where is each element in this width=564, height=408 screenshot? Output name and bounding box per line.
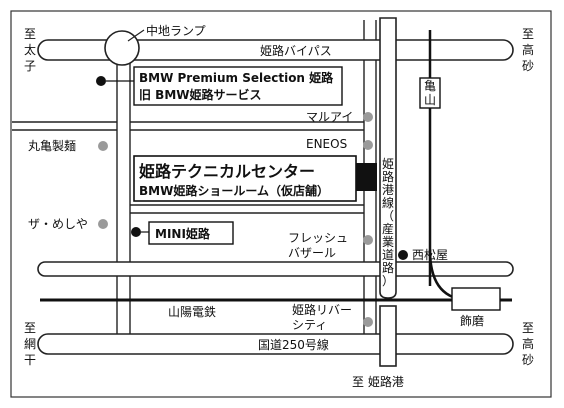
technical-center-box[interactable] [133, 155, 357, 202]
svg-text:シティ: シティ [292, 318, 327, 332]
svg-text:道: 道 [382, 248, 394, 262]
eneos-label: ENEOS [306, 137, 347, 151]
svg-text:バザール: バザール [288, 246, 336, 260]
marugame-dot [98, 141, 108, 151]
middle-road [37, 261, 514, 277]
nakaji-ramp-label: 中地ランプ [146, 23, 206, 38]
mini-dot [131, 227, 141, 237]
direction-top-left: 至 太 子 [24, 27, 36, 73]
zameshiya-label: ザ・めしや [28, 217, 88, 231]
svg-text:砂: 砂 [522, 59, 534, 73]
bmw-premium-dot [96, 76, 106, 86]
svg-text:港: 港 [382, 183, 394, 197]
station-kameyama-box [419, 77, 441, 109]
minor-roads [12, 20, 377, 340]
river-city-label: 姫路リバー シティ [292, 302, 352, 332]
svg-text:網: 網 [24, 337, 36, 351]
mini-box[interactable] [148, 221, 234, 245]
svg-text:高: 高 [522, 336, 534, 351]
svg-text:太: 太 [24, 42, 36, 57]
himeji-port-line-road [379, 17, 397, 299]
technical-center-subtitle: BMW姫路ショールーム（仮店舗） [139, 183, 329, 198]
svg-text:）: ） [382, 274, 394, 288]
direction-bottom-center: 至 姫路港 [352, 374, 404, 389]
station-shikama-box [451, 287, 501, 311]
bmw-premium-line2: 旧 BMW姫路サービス [139, 87, 262, 102]
sanyo-railway-label: 山陽電鉄 [168, 304, 216, 319]
nakaji-ramp-circle [104, 30, 140, 66]
direction-top-right: 至 高 砂 [522, 27, 534, 73]
marugame-label: 丸亀製麺 [28, 139, 76, 153]
maruai-dot [363, 112, 373, 122]
direction-bottom-left: 至 網 干 [24, 321, 36, 367]
svg-text:（: （ [382, 209, 394, 223]
svg-text:至: 至 [522, 321, 534, 335]
svg-text:至: 至 [522, 27, 534, 41]
svg-text:至: 至 [24, 321, 36, 335]
svg-text:線: 線 [382, 195, 394, 210]
svg-text:路: 路 [382, 260, 394, 275]
svg-text:姫: 姫 [382, 157, 394, 171]
bmw-premium-line1: BMW Premium Selection 姫路 [139, 70, 334, 85]
fresh-bazaar-label: フレッシュ バザール [288, 231, 348, 260]
svg-text:山: 山 [424, 93, 436, 107]
maruai-label: マルアイ [306, 110, 353, 124]
svg-text:至: 至 [24, 27, 36, 41]
port-line-label: 姫 路 港 線 （ 産 業 道 路 ） [382, 157, 394, 288]
route250-label: 国道250号線 [258, 337, 329, 352]
nakaji-ramp-leader [127, 29, 145, 42]
river-city-dot [363, 317, 373, 327]
svg-text:高: 高 [522, 42, 534, 57]
nishimatsuya-label: 西松屋 [412, 248, 448, 262]
eneos-dot [363, 140, 373, 150]
station-kameyama-label: 亀 山 [424, 79, 436, 107]
fresh-bazaar-dot [363, 235, 373, 245]
svg-text:姫路リバー: 姫路リバー [292, 302, 352, 317]
mini-label: MINI姫路 [155, 226, 211, 241]
technical-center-title: 姫路テクニカルセンター [139, 162, 315, 181]
zameshiya-dot [98, 219, 108, 229]
svg-text:干: 干 [24, 353, 36, 367]
station-shikama-label: 飾磨 [460, 314, 484, 328]
svg-text:砂: 砂 [522, 353, 534, 367]
technical-center-marker [356, 163, 377, 191]
svg-text:子: 子 [24, 59, 36, 73]
direction-bottom-right: 至 高 砂 [522, 321, 534, 367]
bypass-label: 姫路バイパス [260, 43, 332, 58]
nishimatsuya-dot [398, 250, 408, 260]
svg-text:業: 業 [382, 235, 394, 249]
svg-text:産: 産 [382, 221, 394, 236]
svg-text:路: 路 [382, 169, 394, 184]
svg-text:フレッシュ: フレッシュ [288, 231, 348, 245]
bmw-premium-box[interactable] [133, 66, 343, 106]
svg-text:亀: 亀 [424, 79, 436, 93]
port-line-lower [379, 305, 397, 367]
